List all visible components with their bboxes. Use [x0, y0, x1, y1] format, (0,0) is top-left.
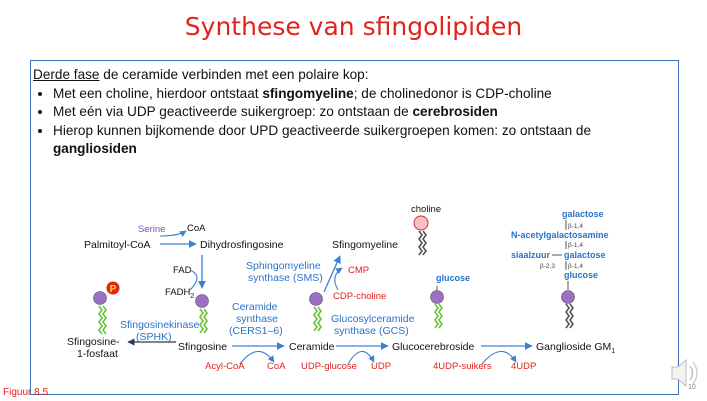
sfingomyeline-label: Sfingomyeline	[332, 239, 398, 251]
sphk-label: (SPHK)	[136, 331, 172, 343]
serine-label: Serine	[138, 224, 165, 235]
beta14-a-label: β-1,4	[568, 223, 583, 230]
udp-label: UDP	[371, 361, 391, 372]
acyl-coa-label: Acyl-CoA	[205, 361, 245, 372]
galactose-top-label: galactose	[562, 209, 604, 219]
bullet-item: Met eén via UDP geactiveerde suikergroep…	[53, 103, 673, 122]
gcs-label-2: synthase (GCS)	[334, 325, 409, 337]
udp4-label: 4UDP	[511, 361, 536, 372]
figure-label: Figuur 8.5	[3, 387, 49, 398]
udp-glucose-label: UDP-glucose	[301, 361, 357, 372]
udp-suikers-label: 4UDP-suikers	[433, 361, 492, 372]
ganglioside-label: Ganglioside GM1	[536, 341, 615, 355]
sms-label-1: Sphingomyeline	[246, 260, 321, 272]
arrow-acylcoa-coa	[239, 350, 275, 365]
bullet-bold: sfingomyeline	[262, 85, 354, 101]
arrow-serine-coa	[159, 230, 187, 237]
ceramide-synthase-label-1: Ceramide	[232, 301, 278, 313]
glucocerebroside-molecule	[430, 286, 444, 329]
arrow-ceramide-sfingomyeline	[323, 255, 341, 293]
ganglioside-molecule	[561, 290, 575, 329]
ceramide-synthase-label-3: (CERS1–6)	[229, 325, 283, 337]
choline-label: choline	[411, 204, 441, 215]
bullet-text: ; de cholinedonor is CDP-choline	[353, 85, 552, 101]
bullet-text: Met eén via UDP geactiveerde suikergroep…	[53, 104, 413, 119]
glucose-label: glucose	[436, 273, 470, 283]
page-number: 10	[688, 384, 696, 391]
intro-rest: de ceramide verbinden met een polaire ko…	[99, 67, 369, 82]
beta23-label: β-2,3	[540, 263, 555, 270]
slide-title: Synthese van sfingolipiden	[184, 12, 523, 41]
arrow-fad-fadh2	[189, 269, 198, 291]
galactose-mid-label: galactose	[564, 250, 606, 260]
slide-body: Derde fase de ceramide verbinden met een…	[33, 66, 673, 159]
fad-label: FAD	[173, 265, 192, 276]
cdp-choline-label: CDP-choline	[333, 291, 386, 302]
glucose-ganglioside-label: glucose	[564, 270, 598, 280]
sfingosine-label: Sfingosine	[178, 341, 227, 353]
n-acetylgalactosamine-label: N-acetylgalactosamine	[511, 230, 609, 240]
arrow-cdpcholine-cmp	[334, 267, 343, 291]
siaalzuur-label: siaalzuur	[511, 250, 551, 260]
bullet-bold: gangliosiden	[53, 141, 137, 156]
sfingomyeline-molecule	[413, 215, 429, 256]
gcs-label-1: Glucosylceramide	[331, 313, 415, 325]
coa-top-label: CoA	[187, 223, 206, 234]
fadh2-label: FADH2	[165, 287, 194, 300]
intro-underlined: Derde fase	[33, 67, 100, 82]
dihydrosfingosine-label: Dihydrosfingosine	[200, 239, 284, 251]
intro-line: Derde fase de ceramide verbinden met een…	[33, 66, 673, 85]
bullet-text: Met een choline, hierdoor ontstaat	[53, 85, 263, 101]
sfingosine-1-fosfaat-molecule: P	[93, 281, 120, 335]
bullet-bold: cerebrosiden	[412, 104, 498, 119]
glucocerebroside-label: Glucocerebroside	[392, 341, 474, 353]
content-frame	[30, 60, 679, 395]
arrow-udpglucose-udp	[347, 350, 375, 365]
coa-bottom-label: CoA	[267, 361, 286, 372]
bullet-list: Met een choline, hierdoor ontstaat sfing…	[33, 85, 673, 159]
speaker-icon[interactable]	[671, 358, 698, 388]
sfingosinekinase-label: Sfingosinekinase	[120, 319, 200, 331]
beta14-b-label: β-1,4	[568, 242, 583, 249]
bullet-text: Hierop kunnen bijkomende door UPD geacti…	[53, 122, 592, 138]
sms-label-2: synthase (SMS)	[248, 272, 323, 284]
palmitoyl-coa-label: Palmitoyl-CoA	[84, 239, 151, 251]
ceramide-label: Ceramide	[289, 341, 335, 353]
sfingosine-molecule	[195, 294, 209, 334]
ganglioside-chain-links	[565, 220, 569, 290]
arrow-udpsuikers-udp	[481, 350, 517, 365]
beta14-c-label: β-1,4	[568, 263, 583, 270]
cmp-label: CMP	[348, 265, 369, 276]
phosphate-group-icon	[106, 281, 120, 295]
bullet-item: Hierop kunnen bijkomende door UPD geacti…	[53, 122, 673, 159]
ceramide-molecule	[309, 292, 323, 332]
sfingosine-1-fosfaat-label-line2: 1-fosfaat	[77, 348, 118, 360]
bullet-item: Met een choline, hierdoor ontstaat sfing…	[53, 85, 673, 104]
phosphate-label: P	[110, 284, 117, 295]
sfingosine-1-fosfaat-label-line1: Sfingosine-	[67, 336, 120, 348]
ceramide-synthase-label-2: synthase	[236, 313, 278, 325]
